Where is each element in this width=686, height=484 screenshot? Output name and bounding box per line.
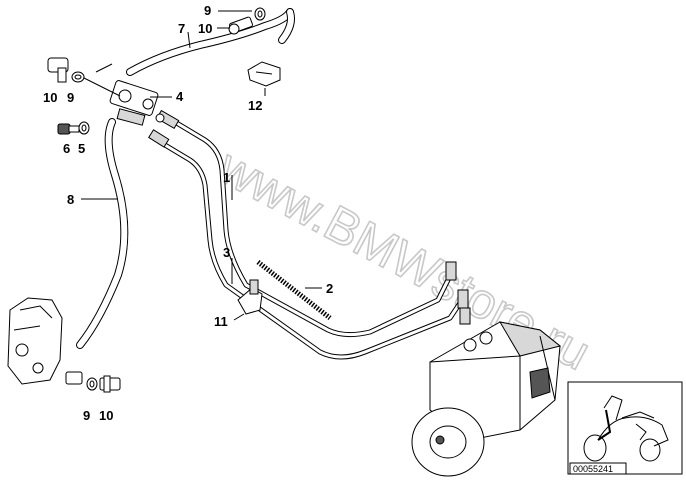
brake-caliper (7, 297, 63, 385)
washer-5[interactable] (78, 121, 90, 135)
protective-sleeve-2[interactable] (256, 260, 332, 320)
abs-pressure-modulator (411, 321, 562, 477)
seal-ring-left[interactable] (71, 71, 85, 83)
callout-10-bottom: 10 (99, 408, 113, 423)
callout-5: 5 (78, 141, 85, 156)
motorcycle-icon (583, 395, 669, 462)
distributor-piece-4[interactable] (109, 80, 165, 126)
seal-ring-bottom[interactable] (86, 377, 98, 391)
brake-line-3[interactable] (157, 139, 465, 360)
motorcycle-inset: 00055241 (567, 381, 683, 475)
callout-10-top: 10 (198, 21, 212, 36)
leader-lines (81, 10, 322, 321)
callout-9-top: 9 (204, 3, 211, 18)
banjo-bolt-left[interactable] (47, 57, 69, 83)
banjo-bolt-bottom[interactable] (99, 375, 121, 393)
brake-hose-8[interactable] (76, 118, 129, 349)
callout-10-left: 10 (43, 90, 57, 105)
brake-hose-7[interactable] (126, 8, 295, 76)
banjo-bolt-top[interactable] (228, 16, 253, 35)
callout-9-left: 9 (67, 90, 74, 105)
seal-ring-top[interactable] (254, 7, 266, 21)
pipe-fitting-abs-1 (445, 261, 457, 281)
holder-11[interactable] (237, 279, 263, 315)
callout-4: 4 (176, 89, 184, 104)
callout-2: 2 (326, 281, 333, 296)
brake-line-1[interactable] (172, 119, 455, 338)
callout-labels: 9 10 7 10 9 4 12 6 5 8 1 3 2 11 9 10 (43, 3, 333, 423)
callout-8: 8 (67, 192, 74, 207)
holder-12[interactable] (247, 61, 281, 87)
callout-7: 7 (178, 21, 185, 36)
callout-6: 6 (63, 141, 70, 156)
callout-1: 1 (223, 170, 230, 185)
callout-11: 11 (214, 314, 228, 329)
callout-9-bottom: 9 (83, 408, 90, 423)
pipe-fitting-lower (148, 129, 170, 148)
banjo-fitting-caliper (65, 371, 83, 385)
callout-12: 12 (248, 98, 262, 113)
callout-3: 3 (223, 245, 230, 260)
pipe-fitting-abs-2 (457, 289, 471, 325)
bolt-6[interactable] (57, 123, 80, 135)
inset-code: 00055241 (573, 464, 613, 474)
